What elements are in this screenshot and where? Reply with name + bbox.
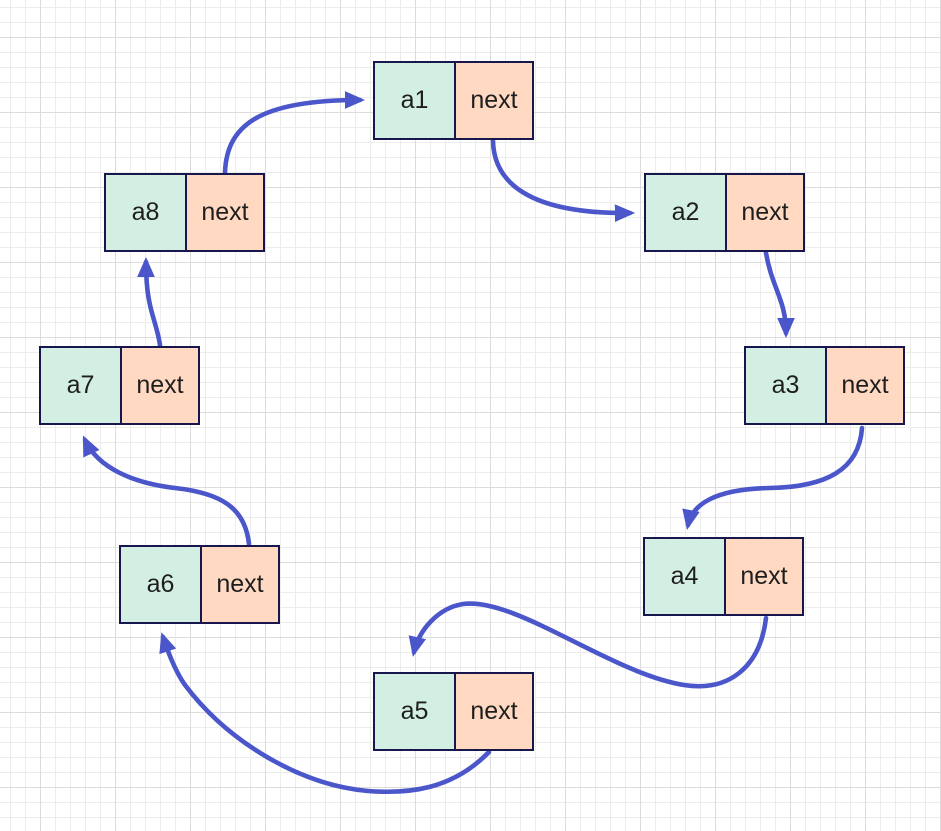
node-label: a6 xyxy=(146,570,175,598)
node-pointer-label: next xyxy=(216,570,264,598)
node-pointer-label: next xyxy=(470,697,518,725)
edge-a5-to-a6[interactable] xyxy=(159,632,492,795)
node-data-cell: a3 xyxy=(746,348,825,423)
list-node-a4[interactable]: a4 next xyxy=(643,537,804,616)
node-pointer-label: next xyxy=(740,562,788,590)
node-data-cell: a7 xyxy=(41,348,120,423)
node-data-cell: a5 xyxy=(375,674,454,749)
node-pointer-cell: next xyxy=(200,547,278,622)
node-label: a2 xyxy=(671,198,700,226)
edge-a6-to-a7[interactable] xyxy=(82,435,252,547)
node-pointer-label: next xyxy=(841,371,889,399)
node-label: a7 xyxy=(66,371,95,399)
node-pointer-label: next xyxy=(201,198,249,226)
edge-a8-to-a1[interactable] xyxy=(222,91,366,175)
node-pointer-cell: next xyxy=(120,348,198,423)
node-pointer-cell: next xyxy=(724,539,802,614)
node-data-cell: a8 xyxy=(106,175,185,250)
list-node-a8[interactable]: a8 next xyxy=(104,173,265,252)
list-node-a6[interactable]: a6 next xyxy=(119,545,280,624)
node-data-cell: a4 xyxy=(645,539,724,614)
node-label: a8 xyxy=(131,198,160,226)
edge-a1-to-a2[interactable] xyxy=(490,138,636,223)
node-label: a3 xyxy=(771,371,800,399)
node-pointer-label: next xyxy=(136,371,184,399)
node-label: a5 xyxy=(400,697,429,725)
node-pointer-cell: next xyxy=(725,175,803,250)
node-pointer-cell: next xyxy=(185,175,263,250)
list-node-a1[interactable]: a1 next xyxy=(373,61,534,140)
node-data-cell: a1 xyxy=(375,63,454,138)
node-pointer-cell: next xyxy=(825,348,903,423)
node-label: a4 xyxy=(670,562,699,590)
node-pointer-cell: next xyxy=(454,674,532,749)
list-node-a3[interactable]: a3 next xyxy=(744,346,905,425)
list-node-a2[interactable]: a2 next xyxy=(644,173,805,252)
node-pointer-label: next xyxy=(741,198,789,226)
node-pointer-label: next xyxy=(470,86,518,114)
node-data-cell: a6 xyxy=(121,547,200,622)
edge-a4-to-a5[interactable] xyxy=(408,601,769,689)
edge-a7-to-a8[interactable] xyxy=(137,256,163,348)
edge-a2-to-a3[interactable] xyxy=(763,250,795,339)
edge-a3-to-a4[interactable] xyxy=(682,425,865,530)
node-data-cell: a2 xyxy=(646,175,725,250)
node-pointer-cell: next xyxy=(454,63,532,138)
list-node-a7[interactable]: a7 next xyxy=(39,346,200,425)
list-node-a5[interactable]: a5 next xyxy=(373,672,534,751)
node-label: a1 xyxy=(400,86,429,114)
